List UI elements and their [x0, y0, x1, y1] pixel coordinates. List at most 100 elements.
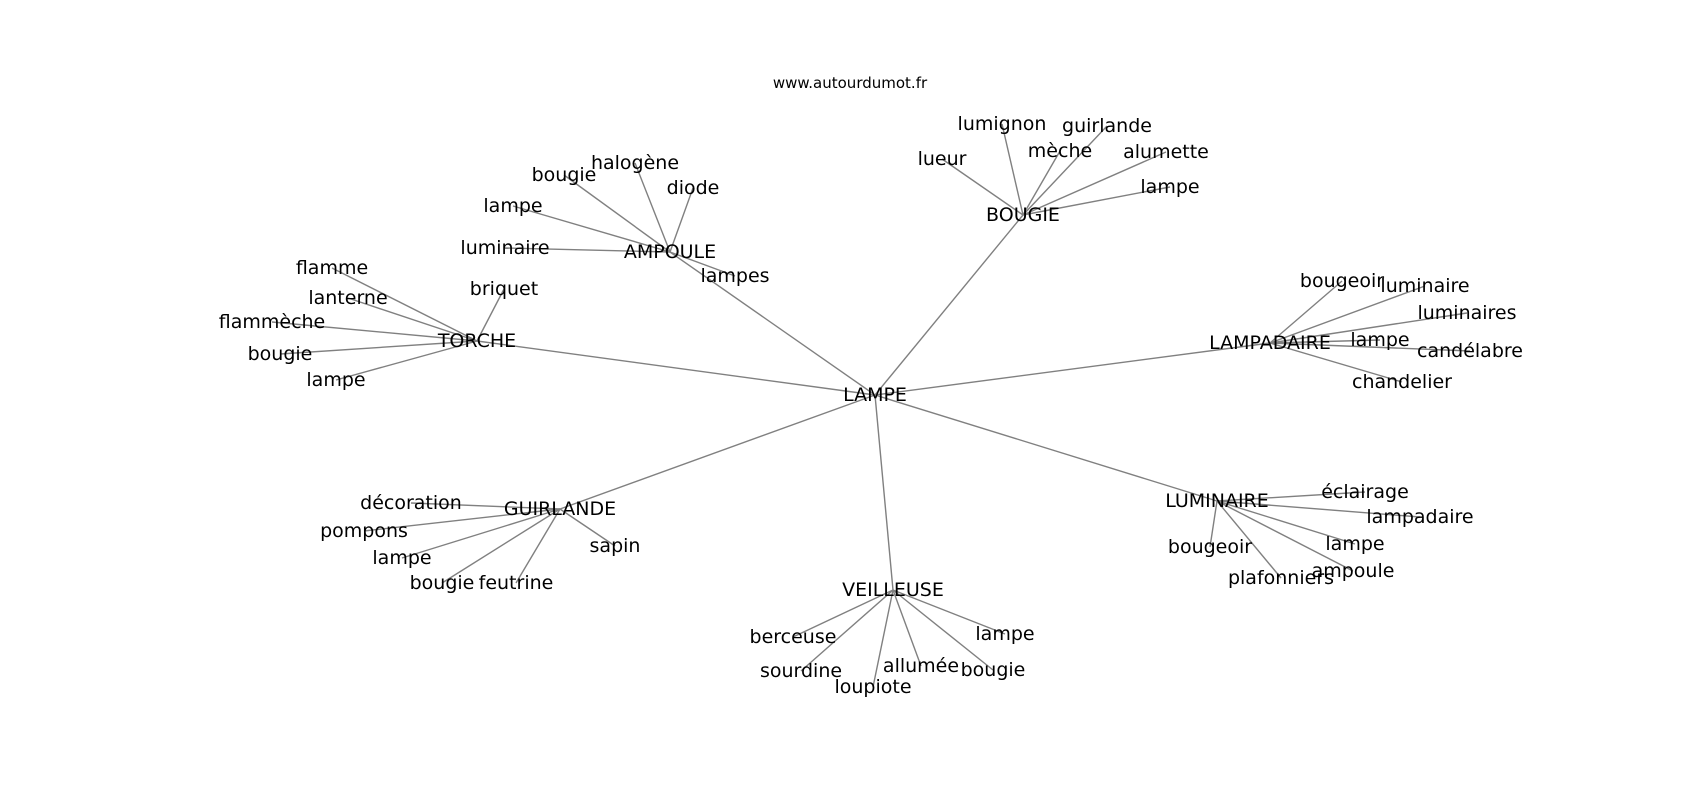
- edge-center-to-hub: [476, 340, 876, 396]
- leaf-node: allumée: [883, 655, 959, 677]
- leaf-node: bougie: [410, 572, 475, 594]
- leaf-node: berceuse: [750, 626, 837, 648]
- hub-node: LUMINAIRE: [1165, 490, 1269, 512]
- leaf-node: alumette: [1123, 141, 1209, 163]
- leaf-node: flammèche: [219, 311, 326, 333]
- leaf-node: plafonniers: [1228, 567, 1334, 589]
- edge-center-to-hub: [874, 214, 1024, 396]
- edge-hub-to-word: [347, 297, 478, 342]
- leaf-node: mèche: [1028, 140, 1092, 162]
- edge-hub-to-word: [476, 288, 505, 342]
- edge-hub-to-word: [1216, 491, 1366, 502]
- edge-hub-to-word: [1216, 500, 1356, 545]
- edge-hub-to-word: [512, 205, 671, 253]
- leaf-node: lueur: [918, 148, 967, 170]
- leaf-node: lampe: [975, 623, 1034, 645]
- edge-hub-to-word: [892, 589, 994, 671]
- edge-hub-to-word: [401, 508, 561, 559]
- leaf-node: lampadaire: [1366, 506, 1473, 528]
- edge-hub-to-word: [792, 589, 894, 638]
- edge-hub-to-word: [1269, 342, 1403, 383]
- leaf-node: guirlande: [1062, 115, 1152, 137]
- hub-node: BOUGIE: [986, 204, 1060, 226]
- leaf-node: diode: [667, 177, 720, 199]
- edge-center-to-hub: [559, 394, 876, 510]
- leaf-node: luminaire: [460, 237, 549, 259]
- edge-hub-to-word: [1216, 500, 1282, 579]
- leaf-node: lampe: [1325, 533, 1384, 555]
- edge-hub-to-word: [1216, 500, 1354, 572]
- leaf-node: sourdine: [760, 660, 842, 682]
- leaf-node: bougie: [961, 659, 1026, 681]
- edge-hub-to-word: [1216, 500, 1421, 518]
- leaf-node: halogène: [591, 152, 679, 174]
- edge-hub-to-word: [271, 321, 478, 342]
- source-watermark: www.autourdumot.fr: [773, 74, 928, 92]
- edge-hub-to-word: [800, 589, 894, 672]
- hub-node: VEILLEUSE: [842, 579, 944, 601]
- edge-hub-to-word: [1001, 123, 1024, 216]
- edge-hub-to-word: [1269, 285, 1426, 344]
- leaf-node: luminaires: [1417, 302, 1516, 324]
- leaf-node: flamme: [296, 257, 368, 279]
- leaf-node: luminaire: [1380, 275, 1469, 297]
- hub-node: LAMPADAIRE: [1209, 332, 1331, 354]
- edge-hub-to-word: [1022, 125, 1108, 216]
- leaf-node: chandelier: [1352, 371, 1452, 393]
- edge-hub-to-word: [363, 508, 561, 532]
- leaf-node: ampoule: [1312, 560, 1395, 582]
- edge-hub-to-word: [1022, 150, 1061, 216]
- edge-hub-to-word: [669, 187, 694, 253]
- leaf-node: bougeoir: [1300, 270, 1384, 292]
- leaf-node: lanterne: [308, 287, 387, 309]
- leaf-node: lampe: [1350, 329, 1409, 351]
- leaf-node: feutrine: [479, 572, 554, 594]
- edge-center-to-hub: [874, 342, 1271, 396]
- leaf-node: lumignon: [958, 113, 1047, 135]
- leaf-node: bougie: [248, 343, 313, 365]
- hub-node: TORCHE: [437, 330, 516, 352]
- leaf-node: décoration: [360, 492, 462, 514]
- leaf-node: éclairage: [1321, 481, 1409, 503]
- hub-node: AMPOULE: [624, 241, 716, 263]
- edge-hub-to-word: [279, 340, 478, 355]
- edge-hub-to-word: [1209, 500, 1218, 548]
- edge-hub-to-word: [441, 508, 561, 584]
- edge-hub-to-word: [1022, 186, 1171, 216]
- leaf-node: lampes: [700, 265, 769, 287]
- edge-center-to-hub: [669, 251, 876, 396]
- edge-hub-to-word: [634, 162, 671, 253]
- edge-hub-to-word: [1269, 280, 1343, 344]
- graph-labels: www.autourdumot.fr LAMPE TORCHE flamme lant…: [219, 74, 1523, 698]
- leaf-node: lampe: [372, 547, 431, 569]
- hub-node: GUIRLANDE: [504, 498, 616, 520]
- edge-hub-to-word: [410, 502, 561, 510]
- edge-center-to-hub: [874, 394, 1218, 502]
- graph-edges: [271, 123, 1471, 688]
- leaf-node: lampe: [306, 369, 365, 391]
- edge-center-to-hub: [874, 394, 894, 591]
- edge-hub-to-word: [892, 589, 922, 667]
- leaf-node: bougeoir: [1168, 536, 1252, 558]
- edge-hub-to-word: [559, 508, 616, 547]
- leaf-node: sapin: [590, 535, 641, 557]
- edge-hub-to-word: [563, 174, 671, 253]
- edge-hub-to-word: [335, 340, 478, 381]
- leaf-node: lampe: [483, 195, 542, 217]
- edge-hub-to-word: [515, 508, 561, 584]
- leaf-node: loupiote: [834, 676, 911, 698]
- center-node: LAMPE: [843, 384, 907, 406]
- edge-hub-to-word: [331, 267, 478, 342]
- leaf-node: briquet: [470, 278, 538, 300]
- edge-hub-to-word: [872, 589, 894, 688]
- edge-hub-to-word: [669, 251, 736, 277]
- edge-hub-to-word: [1022, 151, 1167, 216]
- edge-hub-to-word: [941, 158, 1024, 216]
- leaf-node: candélabre: [1417, 340, 1523, 362]
- edge-hub-to-word: [504, 247, 671, 253]
- leaf-node: lampe: [1140, 176, 1199, 198]
- leaf-node: bougie: [532, 164, 597, 186]
- edge-hub-to-word: [892, 589, 1006, 635]
- edge-hub-to-word: [1269, 339, 1381, 344]
